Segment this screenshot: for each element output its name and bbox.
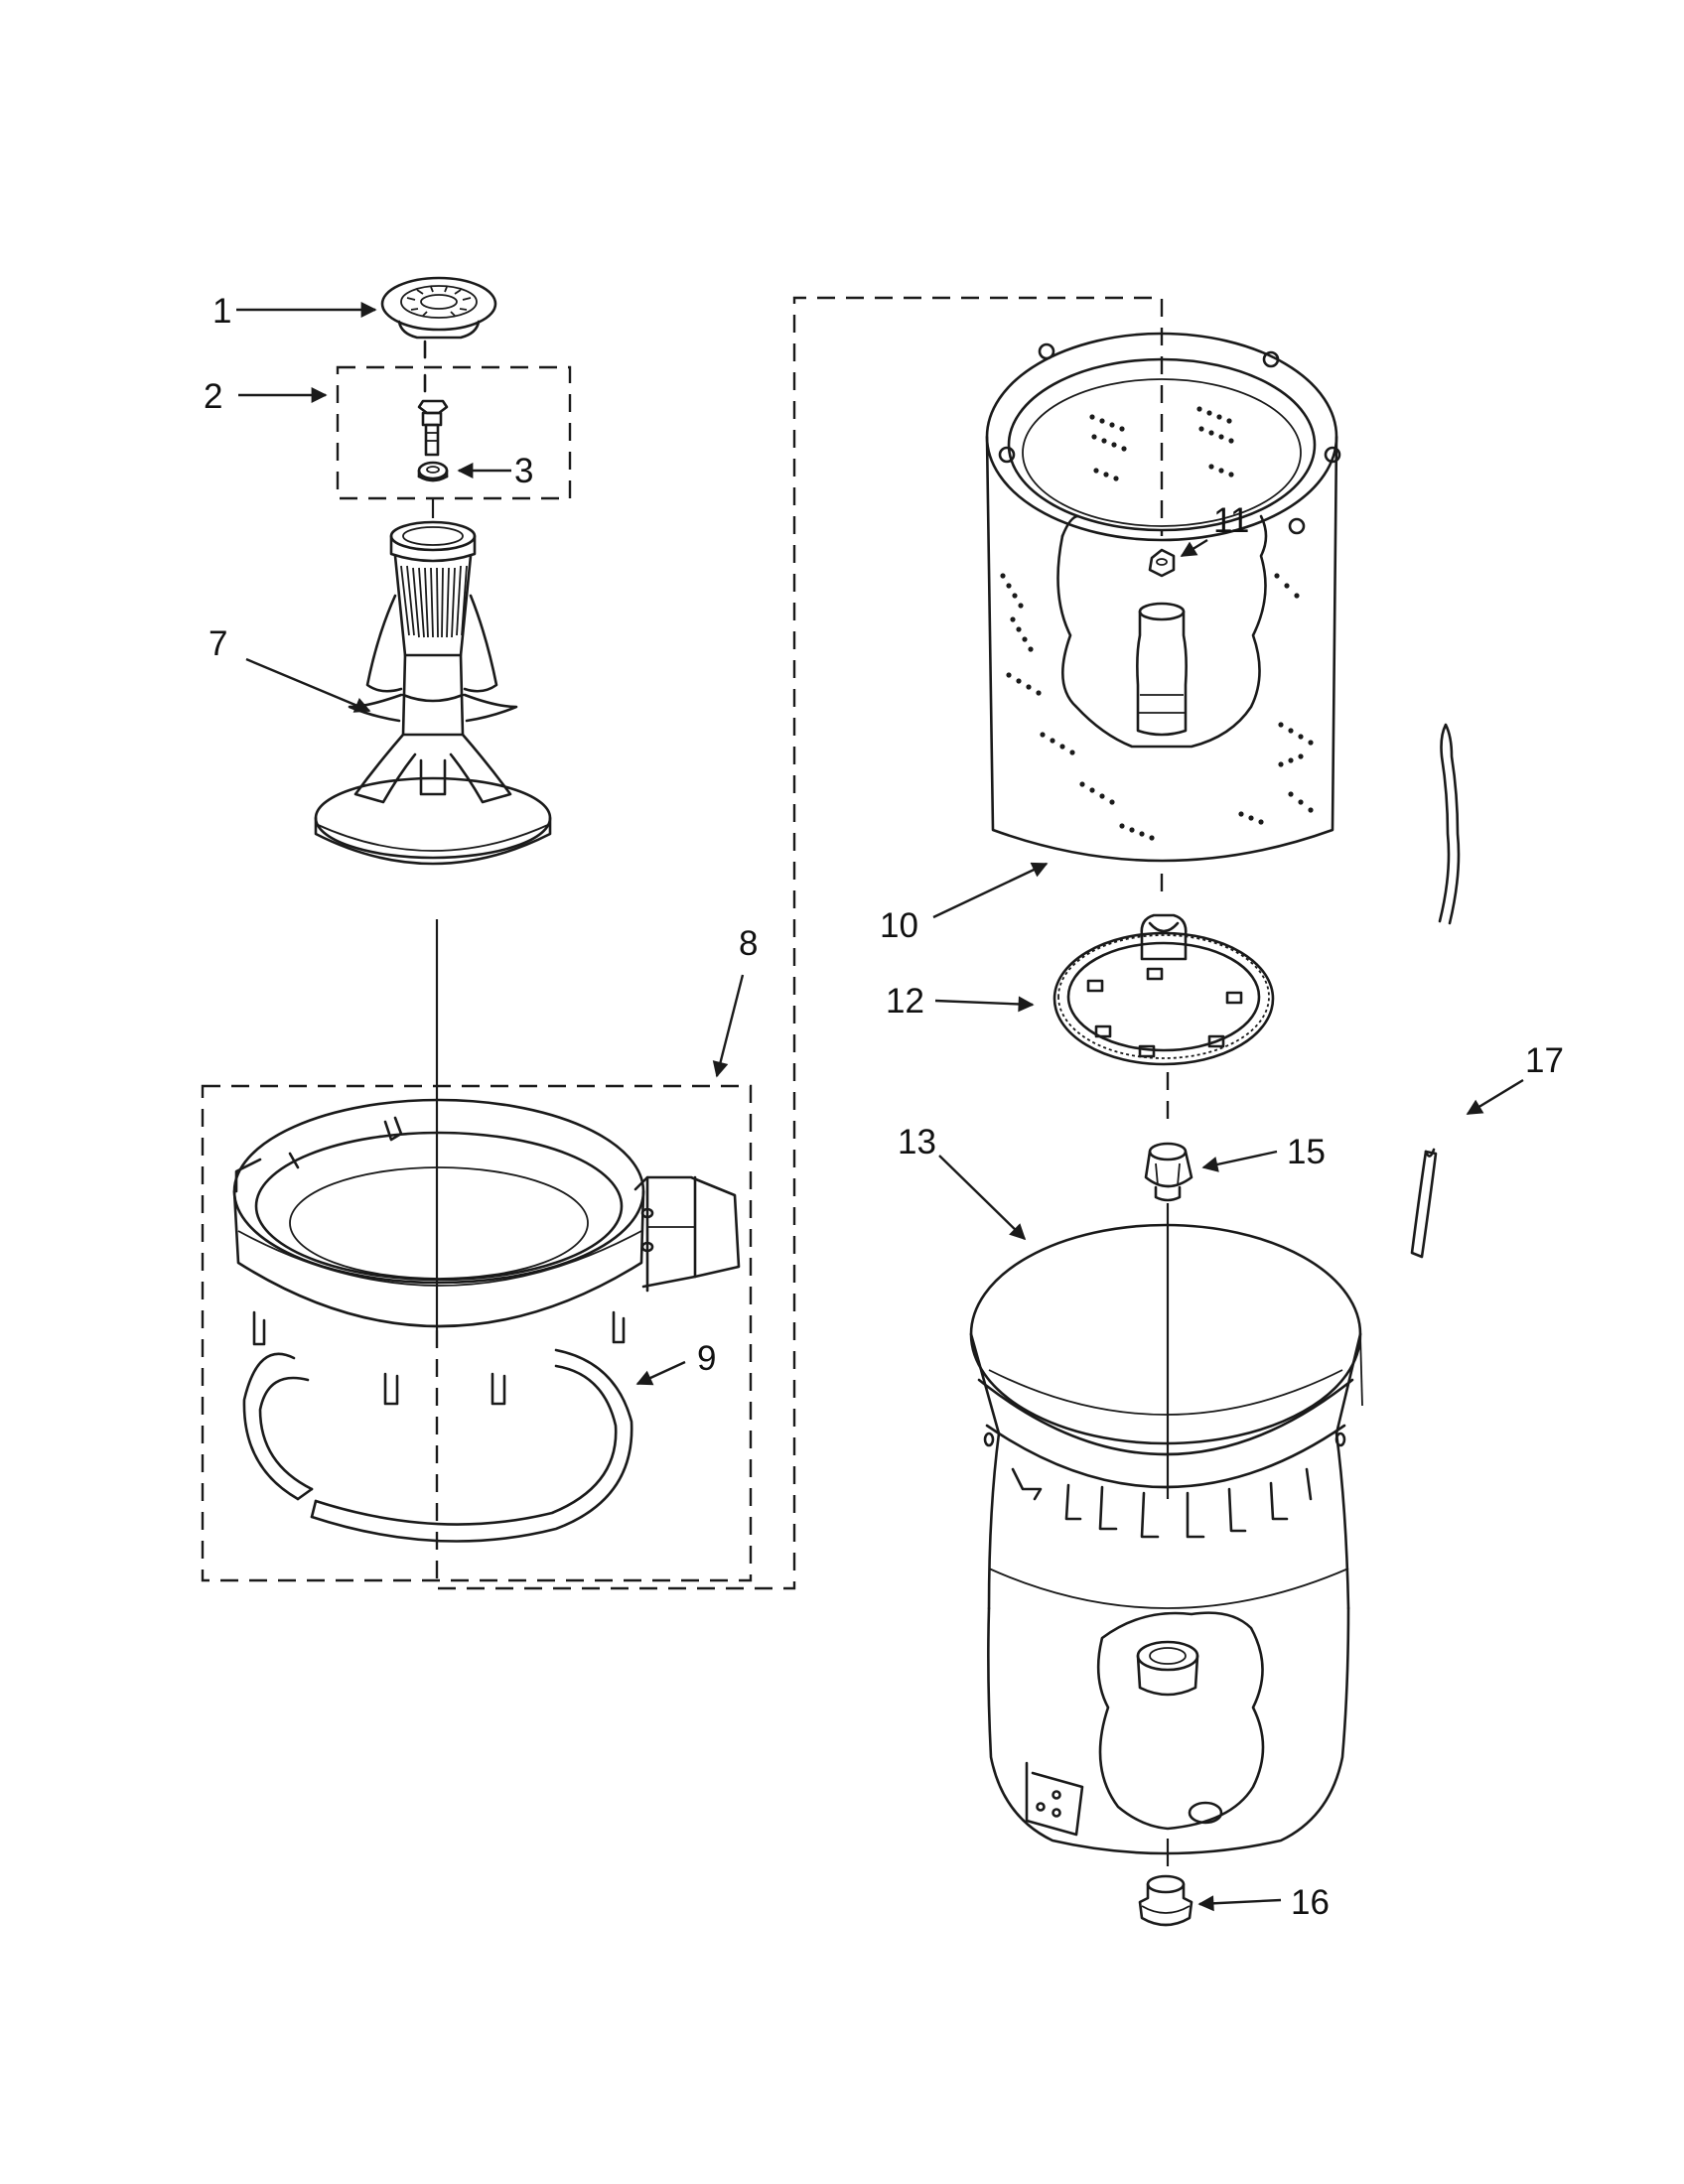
agitator-bolt-part (417, 340, 449, 457)
callout-7: 7 (209, 624, 227, 663)
outer-tub-part (969, 1223, 1363, 1855)
hub-part (1052, 913, 1275, 1066)
tub-ring-part (232, 1098, 741, 1406)
callout-10: 10 (880, 906, 918, 945)
callout-15: 15 (1287, 1133, 1326, 1171)
part-2-group-box (336, 365, 572, 500)
callout-8: 8 (739, 924, 758, 963)
hose-part (1410, 723, 1461, 1259)
washer-part (417, 461, 449, 482)
agitator-cap-part (380, 276, 497, 340)
callout-17: 17 (1525, 1041, 1564, 1080)
callout-9: 9 (697, 1339, 716, 1378)
callout-2: 2 (204, 377, 222, 416)
drive-cam-part (1144, 1142, 1193, 1202)
callout-3: 3 (514, 452, 533, 490)
drain-plug-part (1138, 1874, 1193, 1927)
part-8-group-box (201, 1084, 753, 1582)
basket-part (985, 332, 1341, 863)
callout-12: 12 (886, 982, 924, 1021)
agitator-part (314, 498, 552, 866)
connector-dashed (435, 296, 1164, 1590)
callout-13: 13 (898, 1123, 936, 1161)
basket-nut-part (1148, 548, 1176, 578)
callout-16: 16 (1291, 1883, 1330, 1922)
snap-ring-part (242, 1348, 633, 1543)
callout-1: 1 (212, 292, 231, 331)
callout-11: 11 (1213, 501, 1249, 540)
